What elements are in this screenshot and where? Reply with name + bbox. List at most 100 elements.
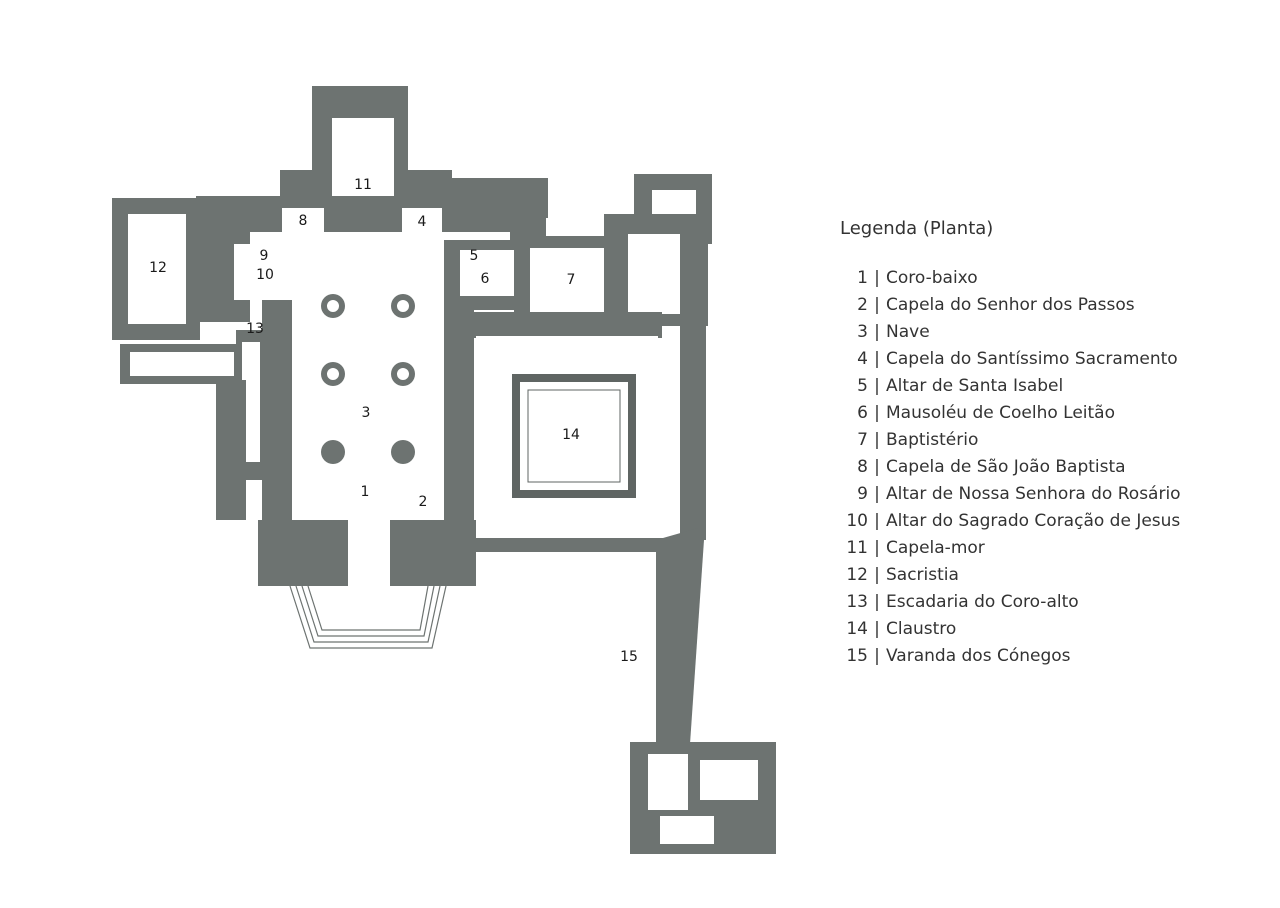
legend-item: 10 | Altar do Sagrado Coração de Jesus: [840, 508, 1260, 535]
entrance-steps-1: [289, 585, 447, 649]
legend-item-separator: |: [874, 484, 880, 504]
floor-chapel-8: [282, 208, 324, 244]
legend-item-number: 11: [846, 538, 868, 558]
floor-sacristia: [128, 214, 186, 324]
legend-item-number: 3: [857, 322, 868, 342]
legend-item-separator: |: [874, 376, 880, 396]
plan-label-3: 3: [362, 405, 371, 421]
legend-item-number: 12: [846, 565, 868, 585]
legend-item-label: Capela do Santíssimo Sacramento: [886, 349, 1178, 369]
legend-item-separator: |: [874, 457, 880, 477]
entrance-steps-3: [301, 585, 435, 637]
legend-item-number: 9: [857, 484, 868, 504]
wall-nave-west: [262, 300, 292, 520]
wall-cloister-north: [452, 312, 662, 338]
legend-item-number: 7: [857, 430, 868, 450]
legend-item: 14|Claustro: [840, 616, 1260, 643]
plan-label-12: 12: [149, 260, 167, 276]
legend-item-number: 15: [846, 646, 868, 666]
legend-item: 2 | Capela do Senhor dos Passos: [840, 292, 1260, 319]
wall-capela-mor-cap: [318, 96, 404, 118]
floor-chapel-5-6: [460, 250, 516, 296]
legend-item-separator: |: [874, 295, 880, 315]
legend-item-label: Varanda dos Cónegos: [886, 646, 1071, 666]
legend-item-separator: |: [874, 268, 880, 288]
plan-label-9: 9: [260, 248, 269, 264]
plan-label-10: 10: [256, 267, 274, 283]
entrance-steps-4: [307, 585, 429, 631]
nave-column-ring: [395, 298, 411, 314]
legend-item: 15 | Varanda dos Cónegos: [840, 643, 1260, 670]
legend-item-label: Altar do Sagrado Coração de Jesus: [886, 511, 1181, 531]
legend-item: 4 | Capela do Santíssimo Sacramento: [840, 346, 1260, 373]
cloister-inner: [527, 389, 621, 483]
legend-item-separator: |: [874, 592, 880, 612]
legend-item-separator: |: [874, 511, 880, 531]
legend-item-number: 2: [857, 295, 868, 315]
legend-item-number: 13: [846, 592, 868, 612]
legend-item-separator: |: [874, 619, 880, 639]
legend-list: 1 | Coro-baixo 2 | Capela do Senhor dos Passo…: [840, 265, 1260, 670]
nave-column: [391, 440, 415, 464]
floor-stair-13: [242, 342, 260, 462]
plan-label-5: 5: [470, 248, 479, 264]
floor-cloister-walk: [476, 336, 658, 536]
floor-east-block: [628, 234, 680, 314]
legend-item: 13 | Escadaria do Coro-alto: [840, 589, 1260, 616]
entrance-steps-2: [295, 585, 441, 643]
nave-column-ring: [325, 366, 341, 382]
legend-item-separator: |: [874, 349, 880, 369]
legend-item-label: Altar de Nossa Senhora do Rosário: [886, 484, 1181, 504]
legend-item-number: 10: [846, 511, 868, 531]
legend-item-label: Altar de Santa Isabel: [886, 376, 1064, 396]
legend-item-label: Coro-baixo: [886, 268, 978, 288]
plan-label-8: 8: [299, 213, 308, 229]
wall-cloister-east: [680, 240, 706, 540]
legend-item-label: Escadaria do Coro-alto: [886, 592, 1079, 612]
legend-item: 7 | Baptistério: [840, 427, 1260, 454]
legend-item: 11|Capela-mor: [840, 535, 1260, 562]
legend-item: 3|Nave: [840, 319, 1260, 346]
wall-facade-right: [390, 520, 476, 586]
plan-label-7: 7: [567, 272, 576, 288]
legend-item-label: Nave: [886, 322, 930, 342]
legend-item-separator: |: [874, 430, 880, 450]
legend-item-separator: |: [874, 565, 880, 585]
legend-item: 5 | Altar de Santa Isabel: [840, 373, 1260, 400]
wall-varanda: [656, 528, 704, 744]
nave-column-ring: [325, 298, 341, 314]
plan-label-11: 11: [354, 177, 372, 193]
legend-title: Legenda (Planta): [840, 218, 994, 239]
legend-item-separator: |: [874, 403, 880, 423]
legend-item-label: Capela de São João Baptista: [886, 457, 1126, 477]
wall-chapel-8-upper: [280, 170, 330, 200]
legend-item-number: 8: [857, 457, 868, 477]
legend-item-label: Sacristia: [886, 565, 959, 585]
floor-chapel-4: [402, 208, 442, 240]
wall-west-lower: [216, 380, 246, 520]
legend-item-number: 4: [857, 349, 868, 369]
wall-cloister-south: [470, 538, 680, 552]
legend-item-separator: |: [874, 538, 880, 558]
wall-facade-left: [258, 520, 348, 586]
plan-label-15: 15: [620, 649, 638, 665]
legend-item-separator: |: [874, 646, 880, 666]
plan-label-4: 4: [418, 214, 427, 230]
legend-item-label: Baptistério: [886, 430, 979, 450]
legend-item-number: 5: [857, 376, 868, 396]
legend-item-number: 1: [857, 268, 868, 288]
floor-entrance: [348, 520, 390, 590]
nave-column-ring: [395, 366, 411, 382]
plan-label-14: 14: [562, 427, 580, 443]
wall-annex-east: [452, 178, 548, 218]
floor-stair-annex: [130, 352, 234, 376]
legend-item-label: Claustro: [886, 619, 957, 639]
floor-south-building-b: [700, 760, 758, 800]
floor-baptistery: [530, 248, 604, 312]
legend-item: 6|Mausoléu de Coelho Leitão: [840, 400, 1260, 427]
floor-altar-9-10: [234, 244, 288, 300]
wall-cloister-west-mid: [446, 384, 474, 494]
legend-item-label: Capela do Senhor dos Passos: [886, 295, 1135, 315]
floor-south-building-c: [660, 816, 714, 844]
